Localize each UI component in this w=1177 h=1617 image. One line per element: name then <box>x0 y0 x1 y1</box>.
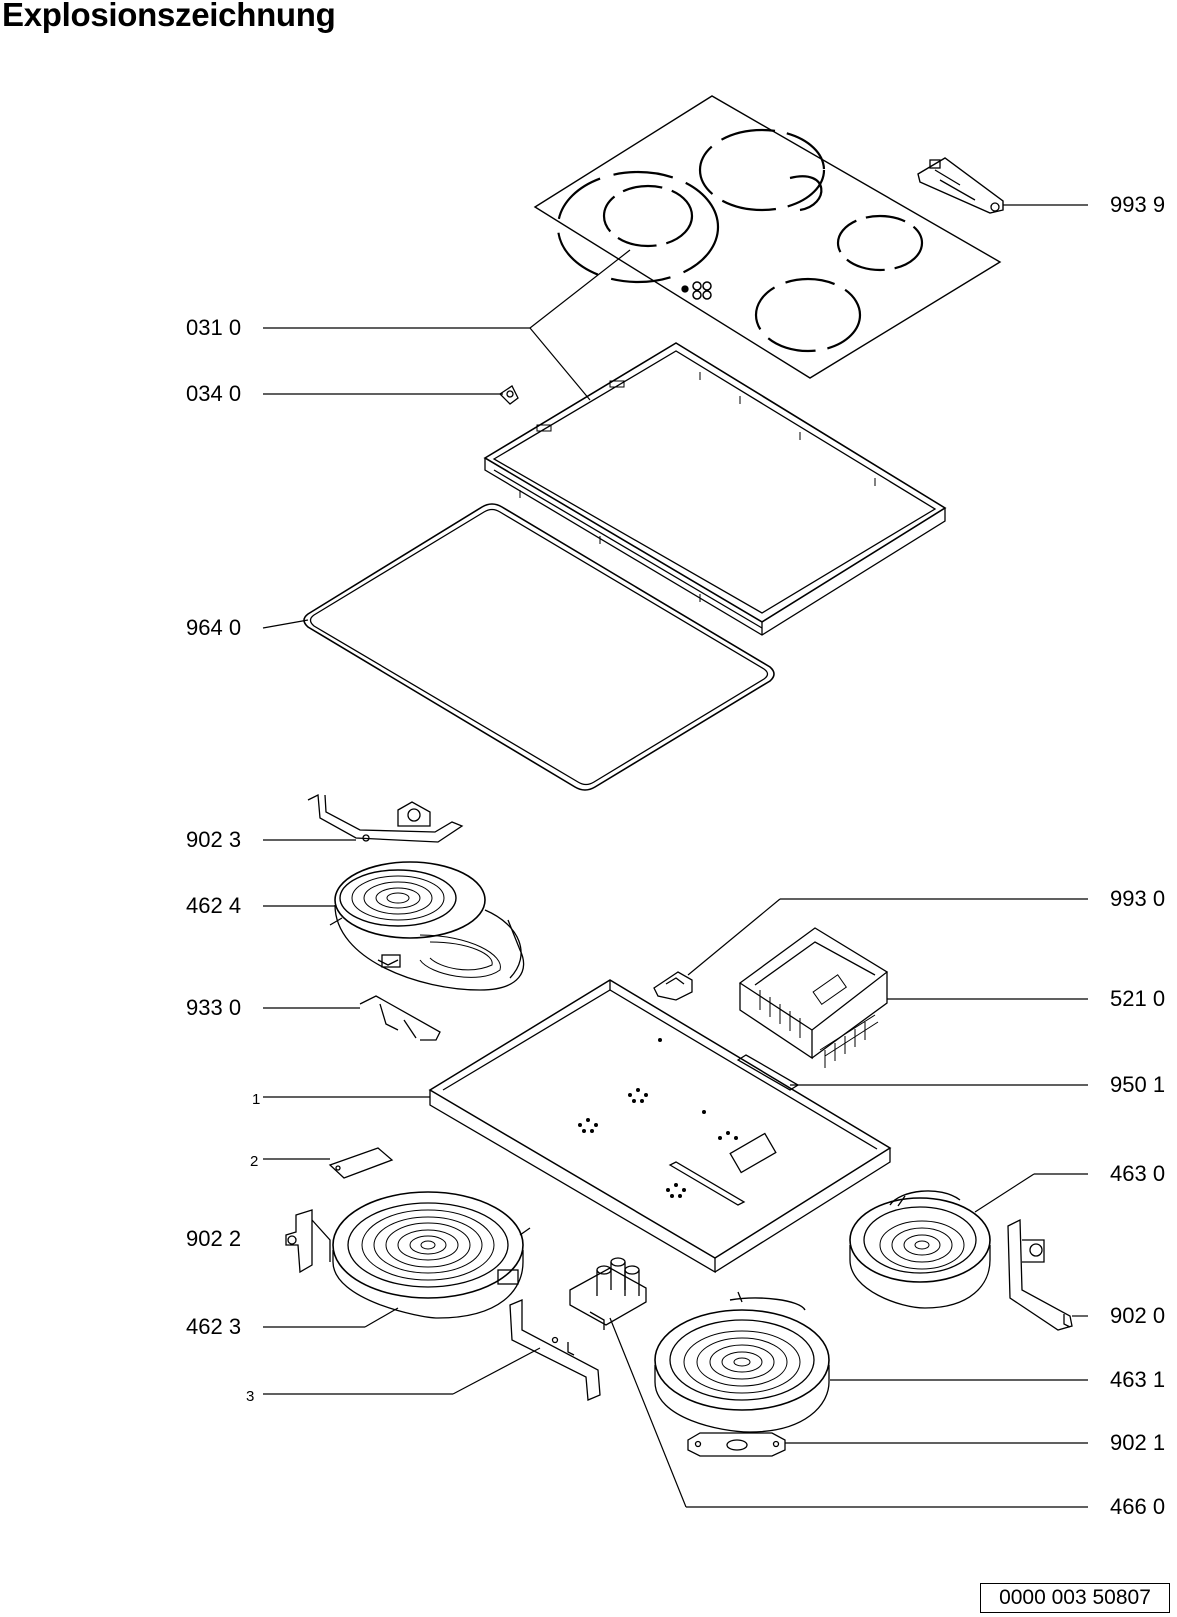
part-902-3-bracket <box>307 793 464 843</box>
part-3-bracket <box>509 1299 601 1401</box>
label-466-0: 466 0 <box>1110 1494 1166 1519</box>
base-tray-1 <box>428 979 892 1274</box>
part-993-9-bracket <box>917 157 1004 214</box>
part-463-0-heating-element <box>849 1190 991 1309</box>
label-463-0: 463 0 <box>1110 1161 1166 1186</box>
part-902-2-bracket <box>285 1209 331 1274</box>
part-902-1-bracket <box>687 1432 786 1457</box>
label-902-0: 902 0 <box>1110 1303 1166 1328</box>
part-462-4-heating-element <box>329 861 525 991</box>
label-521-0: 521 0 <box>1110 986 1166 1011</box>
part-462-3-heating-element <box>332 1191 531 1319</box>
part-463-1-heating-element <box>654 1291 830 1433</box>
part-933-bracket <box>359 995 441 1041</box>
label-902-2: 902 2 <box>186 1226 242 1251</box>
frame-031 <box>483 342 947 636</box>
part-993-0-connector <box>653 971 693 1001</box>
label-902-3: 902 3 <box>186 827 242 852</box>
label-462-3: 462 3 <box>186 1314 242 1339</box>
part-2-plate <box>328 1147 394 1179</box>
document-number: 0000 003 50807 <box>980 1583 1170 1613</box>
label-964-0: 964 0 <box>186 615 242 640</box>
label-463-1: 463 1 <box>1110 1367 1166 1392</box>
part-902-0-bracket <box>1007 1218 1073 1331</box>
label-933-0: 933 0 <box>186 995 242 1020</box>
label-3: 3 <box>246 1388 255 1405</box>
part-521-control-unit <box>738 927 889 1068</box>
label-902-1: 902 1 <box>1110 1430 1166 1455</box>
label-034-0: 034 0 <box>186 381 242 406</box>
label-462-4: 462 4 <box>186 893 242 918</box>
seal-964 <box>303 503 775 791</box>
leader-lines <box>262 204 1088 1508</box>
part-034-clip <box>498 385 519 405</box>
glass-ceramic-top <box>533 95 1002 379</box>
label-1: 1 <box>252 1091 261 1108</box>
part-466-terminal-block <box>569 1257 647 1330</box>
label-950-1: 950 1 <box>1110 1072 1166 1097</box>
label-993-0: 993 0 <box>1110 886 1166 911</box>
label-2: 2 <box>250 1153 259 1170</box>
label-993-9: 993 9 <box>1110 192 1166 217</box>
label-031-0: 031 0 <box>186 315 242 340</box>
page-title: Explosionszeichnung <box>2 0 336 33</box>
